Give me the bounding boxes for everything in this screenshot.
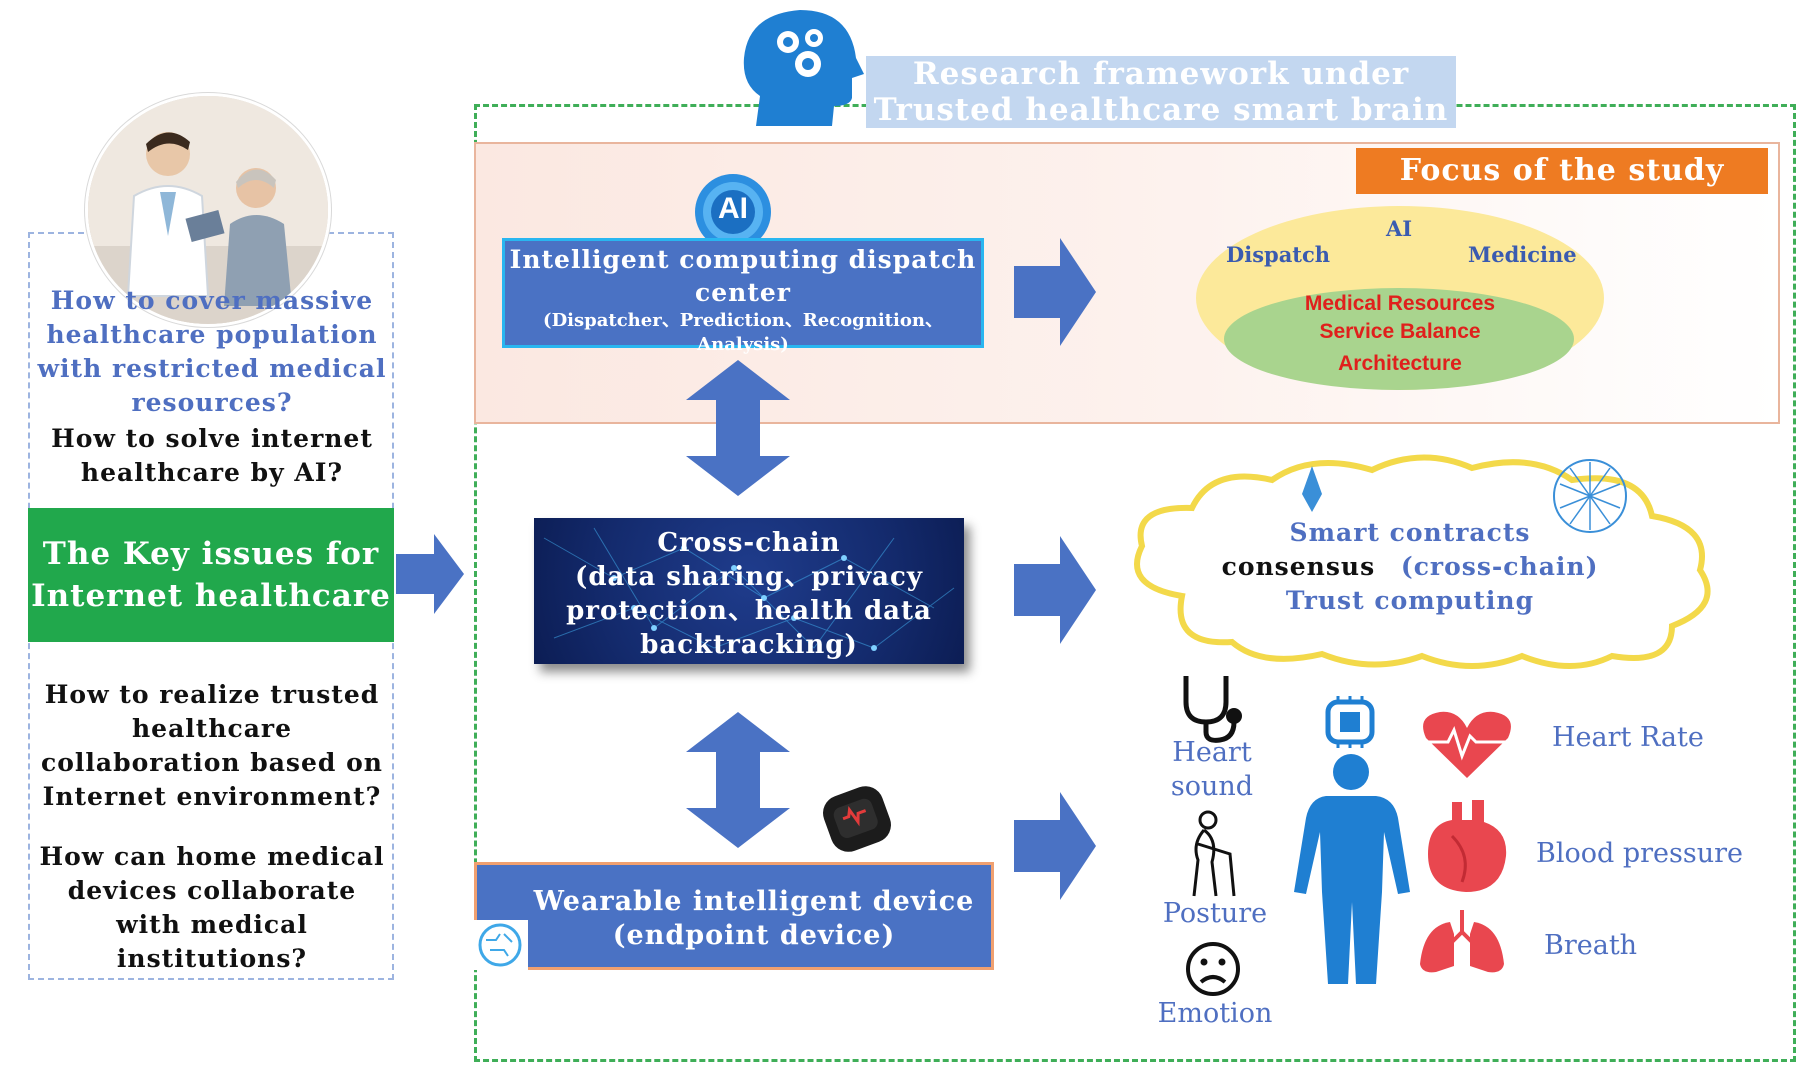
stethoscope-icon [1183,676,1242,743]
wearable-line2: (endpoint device) [612,920,896,951]
question-internet-healthcare-ai: How to solve internet healthcare by AI? [51,424,373,487]
question-trusted-collaboration: How to realize trusted healthcare collab… [41,680,383,811]
cloud-text: Smart contracts consensus (cross-chain) … [1150,516,1670,618]
ai-badge-text: AI [718,192,748,225]
wearable-line1: Wearable intelligent device [533,886,975,917]
lungs-icon [1420,910,1504,973]
key-issues-line2: Internet healthcare [31,578,391,614]
anatomical-heart-icon [1428,800,1507,892]
blood-pressure-label: Blood pressure [1536,838,1744,869]
dispatch-center-subtitle: (Dispatcher、Prediction、Recognition、Analy… [543,310,943,355]
focus-ellipse-inner [1224,288,1574,390]
cloud-trust-computing: Trust computing [1285,586,1535,615]
right-arrow-icon [1014,238,1096,346]
crystal-icon [1302,466,1322,512]
smartwatch-icon [823,786,891,852]
heart-rate-label: Heart Rate [1552,722,1704,753]
emotion-label: Emotion [1157,998,1273,1029]
focus-of-study-label: Focus of the study [1356,148,1768,194]
cloud-shape [1134,454,1711,669]
wearable-device-box: Wearable intelligent device (endpoint de… [474,862,994,970]
key-issues-line1: The Key issues for [42,536,380,572]
dispatch-center-box: Intelligent computing dispatch center (D… [502,238,984,355]
right-arrow-icon [1014,792,1096,900]
focus-ai-label: AI [1386,216,1413,241]
human-body-icon [1294,754,1410,984]
cross-chain-box: Cross-chain (data sharing、privacy protec… [534,518,964,664]
chip-icon [1325,696,1375,748]
framework-title: Research framework under Trusted healthc… [866,56,1456,128]
framework-title-line1: Research framework under [912,56,1410,92]
heart-sound-label: Heart sound [1148,736,1276,804]
circuit-globe-icon [474,920,528,970]
ai-badge: AI [686,172,780,252]
brain-head-icon [743,10,864,126]
ai-chip-icon [695,174,771,250]
vertical-double-arrow-icon [686,712,790,848]
focus-medical-resources: Medical Resources [1304,292,1496,315]
framework-title-line2: Trusted healthcare smart brain [873,92,1449,128]
heart-sound-line1: Heart [1172,737,1252,768]
network-globe-icon [1553,459,1627,533]
network-background-icon [543,527,955,651]
cross-chain-line4: backtracking) [640,630,858,660]
right-arrow-icon [396,534,464,614]
dispatch-center-title: Intelligent computing dispatch center [509,245,977,307]
cloud-consensus: consensus [1221,552,1376,581]
question-massive-population: How to cover massive healthcare populati… [37,286,387,417]
vertical-double-arrow-icon [686,360,790,496]
focus-service-balance: Service Balance [1319,320,1481,343]
sad-face-icon [1186,942,1240,996]
cross-chain-line3: protection、health data [566,596,932,626]
cloud-smart-contracts: Smart contracts [1289,518,1531,547]
focus-architecture: Architecture [1338,352,1462,375]
cross-chain-line1: Cross-chain [657,528,841,558]
focus-medicine-label: Medicine [1468,242,1577,267]
cloud-cross-chain: (cross-chain) [1400,552,1599,581]
right-arrow-icon [1014,536,1096,644]
focus-dispatch-label: Dispatch [1226,242,1331,267]
key-issues-box: The Key issues for Internet healthcare [28,508,394,642]
heart-rate-icon [1423,711,1511,778]
heart-sound-line2: sound [1170,771,1254,802]
question-home-devices: How can home medical devices collaborate… [39,842,385,973]
posture-label: Posture [1162,898,1268,929]
breath-label: Breath [1544,930,1638,961]
elderly-posture-icon [1192,810,1236,897]
cross-chain-line2: (data sharing、privacy [575,562,923,592]
